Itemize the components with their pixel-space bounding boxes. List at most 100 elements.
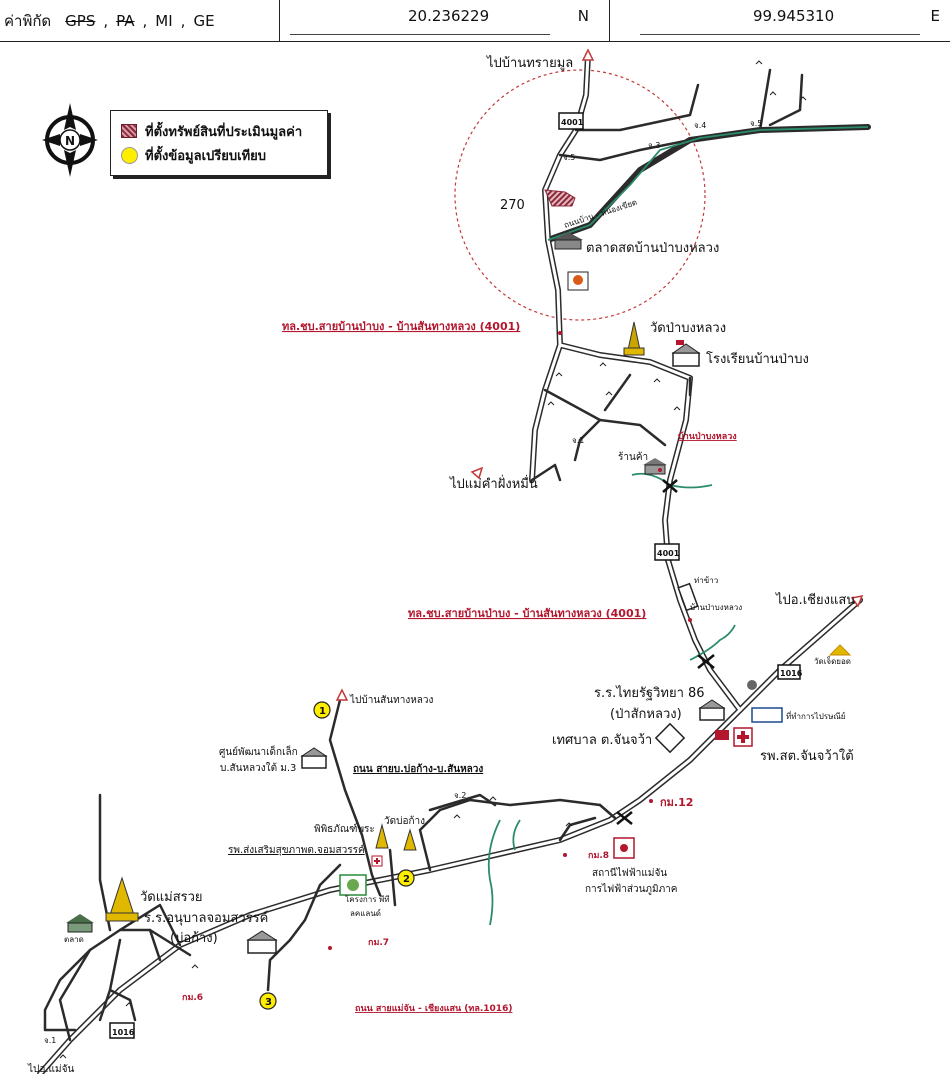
latitude-underline <box>290 34 550 35</box>
junction-label: จ.3 <box>648 141 660 150</box>
longitude-direction: E <box>930 7 940 25</box>
label-road-rural-4001-b: ทล.ชบ.สายบ้านป่าบง - บ้านสันทางหลวง (400… <box>408 607 646 620</box>
svg-text:4001: 4001 <box>657 549 680 558</box>
label-museum: พิพิธภัณฑ์พระ <box>314 823 375 835</box>
label-school-anuban-sub: (บ่อก้าง) <box>170 931 218 946</box>
svg-text:2: 2 <box>403 874 410 885</box>
shop-building-icon <box>643 458 667 475</box>
label-project-sub: ลคแลนด์ <box>350 908 381 918</box>
route-shield-4001-top: 4001 <box>558 112 584 130</box>
municipality-icon <box>654 722 686 754</box>
junction-label: จ.5 <box>750 119 762 128</box>
coord-option-ge: GE <box>193 11 215 30</box>
label-rice-mill: ท่าข้าว <box>694 576 718 585</box>
hospital-icon <box>733 727 753 747</box>
legend-property-label: ที่ตั้งทรัพย์สินที่ประเมินมูลค่า <box>145 124 303 140</box>
label-km7: กม.7 <box>368 938 389 948</box>
latitude-cell: 20.236229 N <box>280 0 610 41</box>
minor-roads <box>43 68 804 1042</box>
label-rice-mill-sub: บ้านป่าบงหลวง <box>690 603 742 612</box>
small-market-icon <box>66 914 94 933</box>
power-substation-icon <box>613 837 635 859</box>
latitude-direction: N <box>577 7 589 25</box>
coordinate-type-cell: ค่าพิกัด GPS , PA , MI , GE <box>0 0 280 41</box>
label-km6: กม.6 <box>182 993 203 1003</box>
comparable-marker-3: 3 <box>259 992 277 1010</box>
longitude-underline <box>640 34 920 35</box>
subject-property-marker <box>544 189 576 207</box>
label-school-anuban: ร.ร.อนุบาลจอมสวรรค์ <box>144 910 268 926</box>
label-270: 270 <box>500 198 525 213</box>
property-swatch-icon <box>121 124 137 138</box>
junction-label: จ.5 <box>563 153 575 162</box>
coordinate-header: ค่าพิกัด GPS , PA , MI , GE 20.236229 N … <box>0 0 950 42</box>
label-school-thairat: ร.ร.ไทยรัฐวิทยา 86 <box>594 685 705 701</box>
label-substation: สถานีไฟฟ้าแม่จัน <box>592 867 667 879</box>
svg-text:1016: 1016 <box>112 1028 135 1037</box>
coord-separator: , <box>180 11 186 30</box>
label-road-jombang: ถนนบ้าน - หนองเขียด <box>563 198 638 230</box>
gas-station-icon <box>567 271 589 291</box>
health-center-icon <box>371 855 383 867</box>
project-icon <box>339 874 367 896</box>
label-road-rural-4001: ทล.ชบ.สายบ้านป่าบง - บ้านสันทางหลวง (400… <box>282 320 520 333</box>
road-end-arrow-icons <box>335 48 864 701</box>
coord-option-mi: MI <box>155 11 173 30</box>
label-small-market: ตลาด <box>64 935 84 944</box>
radius-circle <box>454 69 706 321</box>
comparable-swatch-icon <box>121 146 138 164</box>
temple-icon <box>623 321 645 356</box>
junction-label: จ.4 <box>694 121 706 130</box>
label-tax-office: ที่ทำการไปรษณีย์ <box>786 710 845 721</box>
label-municipality: เทศบาล ต.จันจว้า <box>552 733 652 748</box>
label-wat-maesuai: วัดแม่สรวย <box>140 890 203 905</box>
legend-comparable-label: ที่ตั้งข้อมูลเปรียบเทียบ <box>145 148 267 164</box>
north-letter: N <box>65 134 75 148</box>
market-building-icon <box>553 232 583 250</box>
school-thairat-icon <box>698 699 726 721</box>
coord-option-pa: PA <box>116 11 135 30</box>
label-health-promo: รพ.ส่งเสริมสุขภาพต.จอมสวรรค์ <box>228 844 365 856</box>
label-to-ban-sai-mun: ไปบ้านทรายมูล <box>486 55 573 71</box>
legend-row-comparable: ที่ตั้งข้อมูลเปรียบเทียบ <box>121 143 317 167</box>
coord-separator: , <box>142 11 148 30</box>
north-arrow-icon: N <box>42 103 98 177</box>
school-building-icon <box>671 340 701 367</box>
junction-label: จ.1 <box>44 1036 56 1045</box>
route-shield-4001-mid: 4001 <box>654 543 680 561</box>
coordinate-label: ค่าพิกัด <box>4 11 52 30</box>
label-hospital: รพ.สต.จันจว้าใต้ <box>760 748 854 764</box>
label-shop: ร้านค้า <box>618 451 648 463</box>
tower-icon <box>747 680 757 690</box>
route-shield-1016-right: 1016 <box>777 664 803 680</box>
label-wat-pabong: วัดป่าบงหลวง <box>650 321 726 336</box>
label-road-1016: ถนน สายแม่จัน - เชียงแสน (ทล.1016) <box>355 1003 512 1014</box>
svg-text:1: 1 <box>319 706 326 717</box>
label-village-pabong: บ้านป่าบงหลวง <box>678 431 737 442</box>
coord-separator: , <box>103 11 109 30</box>
label-to-chiang-saen: ไปอ.เชียงแสน <box>775 592 855 608</box>
wat-boka-icon <box>375 823 417 851</box>
label-child-center-sub: บ.สันหลวงใต้ ม.3 <box>220 762 296 774</box>
bridge-icons <box>616 479 715 825</box>
label-road-boka: ถนน สายบ.บ่อก้าง-บ.สันหลวง <box>353 763 483 775</box>
junction-label: จ.2 <box>454 791 466 800</box>
tax-office-icon <box>751 707 783 723</box>
label-school-thairat-sub: (ป่าสักหลวง) <box>610 707 682 722</box>
location-map: N <box>27 48 871 1074</box>
coord-option-gps: GPS <box>65 11 96 30</box>
legend-row-property: ที่ตั้งทรัพย์สินที่ประเมินมูลค่า <box>121 119 317 143</box>
school-anuban-icon <box>246 930 278 954</box>
label-km8: กม.8 <box>588 851 609 861</box>
streams <box>487 126 869 926</box>
label-wat-boka: วัดบ่อก้าง <box>384 815 425 827</box>
label-km12: กม.12 <box>660 796 693 809</box>
svg-text:1016: 1016 <box>780 669 803 678</box>
longitude-value: 99.945310 <box>753 7 835 25</box>
label-to-mae-kham: ไปแม่คำฝั่งหมื่น <box>449 475 538 492</box>
svg-text:4001: 4001 <box>561 118 584 127</box>
svg-text:3: 3 <box>265 997 272 1008</box>
label-project: โครงการ พีที <box>345 894 390 904</box>
wat-chedi-icon <box>828 644 852 656</box>
house-glyphs <box>59 60 807 1059</box>
